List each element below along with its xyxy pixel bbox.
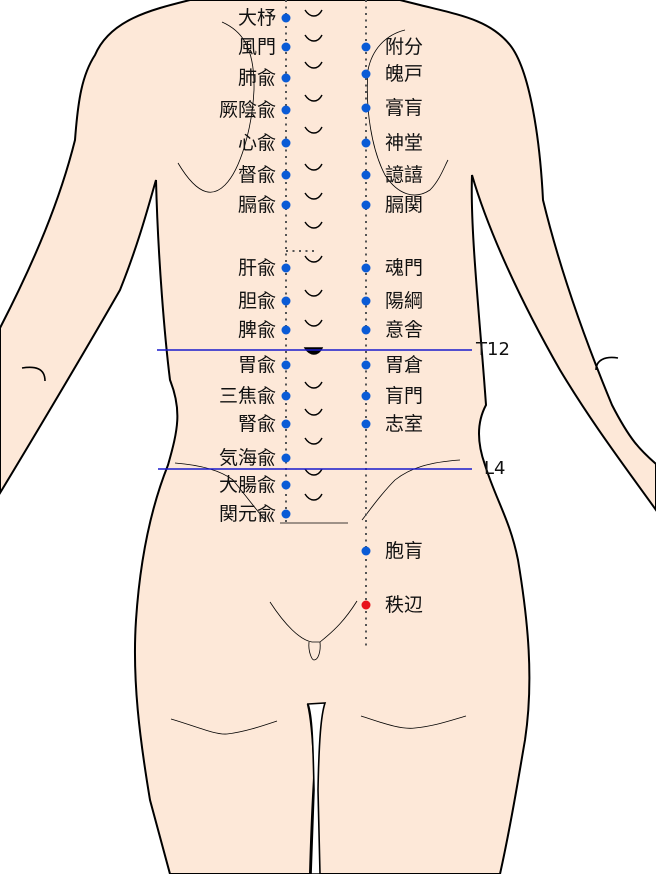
right-scapula-contour: [366, 29, 449, 196]
acupoint-haiyu[interactable]: [281, 73, 291, 83]
label-hiyu: 脾兪: [237, 319, 276, 341]
label-shishitsu: 志室: [385, 413, 424, 435]
label-konmon: 魂門: [385, 257, 424, 279]
label-koko: 膏肓: [385, 97, 424, 119]
right-iliac-contour: [361, 459, 461, 521]
acupoint-hoko[interactable]: [361, 546, 371, 556]
coccyx-contour: [308, 641, 321, 661]
inner-line-acupoints: [281, 13, 291, 519]
acupoint-hiyu[interactable]: [281, 325, 291, 335]
label-tanyu: 胆兪: [237, 290, 276, 312]
outer-line-acupoints: [361, 42, 371, 610]
acupoint-kakuyu[interactable]: [281, 200, 291, 210]
acupoint-isha[interactable]: [361, 325, 371, 335]
right-gluteal-fold: [360, 715, 467, 729]
acupoint-kangenyu[interactable]: [281, 509, 291, 519]
label-iki: 譩譆: [385, 164, 424, 186]
acupoint-koko[interactable]: [361, 103, 371, 113]
acupoint-tokuyu[interactable]: [281, 170, 291, 180]
label-tokuyu: 督兪: [237, 164, 276, 186]
acupoint-fubun[interactable]: [361, 42, 371, 52]
label-iyu: 胃兪: [237, 354, 276, 376]
acupoint-chippen-highlighted[interactable]: [361, 600, 371, 610]
left-scapula-contour: [177, 21, 255, 193]
label-hoko: 胞肓: [385, 540, 424, 562]
acupoint-shindo[interactable]: [361, 138, 371, 148]
label-isha: 意舎: [385, 319, 424, 341]
label-chippen: 秩辺: [385, 594, 424, 616]
acupoint-fumen[interactable]: [281, 42, 291, 52]
acupoint-konmon[interactable]: [361, 263, 371, 273]
label-shindo: 神堂: [385, 132, 424, 154]
acupoint-daichoyu[interactable]: [281, 480, 291, 490]
acupoint-iso[interactable]: [361, 360, 371, 370]
acupoint-kakukan[interactable]: [361, 200, 371, 210]
label-daichoyu: 大腸兪: [218, 474, 276, 496]
l4-label: L4: [484, 458, 506, 479]
acupoint-ketsuinyu[interactable]: [281, 105, 291, 115]
acupoint-tanyu[interactable]: [281, 296, 291, 306]
left-iliac-contour: [174, 462, 266, 521]
left-elbow-mark: [21, 366, 46, 382]
label-jinyu: 腎兪: [237, 413, 276, 435]
acupoint-iki[interactable]: [361, 170, 371, 180]
label-haiyu: 肺兪: [237, 67, 276, 89]
acupoint-hakko[interactable]: [361, 69, 371, 79]
t12-label: T12: [476, 339, 510, 360]
acupoint-kikaiyu[interactable]: [281, 453, 291, 463]
label-sanshoyu: 三焦兪: [218, 385, 276, 407]
label-fumen: 風門: [237, 36, 276, 58]
left-gluteal-fold: [170, 718, 278, 735]
gluteal-cleft: [306, 702, 327, 874]
label-kakuyu: 膈兪: [237, 194, 276, 216]
label-ketsuinyu: 厥陰兪: [218, 99, 276, 121]
acupoint-jinyu[interactable]: [281, 419, 291, 429]
acupoint-yoko[interactable]: [361, 296, 371, 306]
acupoint-iyu[interactable]: [281, 360, 291, 370]
acupoint-shishitsu[interactable]: [361, 419, 371, 429]
label-kanyu: 肝兪: [237, 257, 276, 279]
spinous-process-markers: [303, 9, 324, 501]
acupoint-dazhu[interactable]: [281, 13, 291, 23]
label-dazhu: 大杼: [237, 7, 276, 29]
acupoint-kanyu[interactable]: [281, 263, 291, 273]
acupoint-komon[interactable]: [361, 391, 371, 401]
right-elbow-mark: [595, 356, 619, 371]
sacrum-contour: [269, 600, 358, 643]
label-hakko: 魄戸: [385, 63, 424, 85]
acupoint-shinyu[interactable]: [281, 138, 291, 148]
label-kangenyu: 関元兪: [218, 503, 276, 525]
label-shinyu: 心兪: [237, 132, 276, 154]
label-fubun: 附分: [385, 36, 424, 58]
label-kakukan: 膈関: [385, 194, 424, 216]
label-kikaiyu: 気海兪: [218, 447, 276, 469]
label-komon: 肓門: [385, 385, 424, 407]
label-yoko: 陽綱: [385, 290, 424, 312]
acupoint-sanshoyu[interactable]: [281, 391, 291, 401]
label-iso: 胃倉: [385, 354, 424, 376]
